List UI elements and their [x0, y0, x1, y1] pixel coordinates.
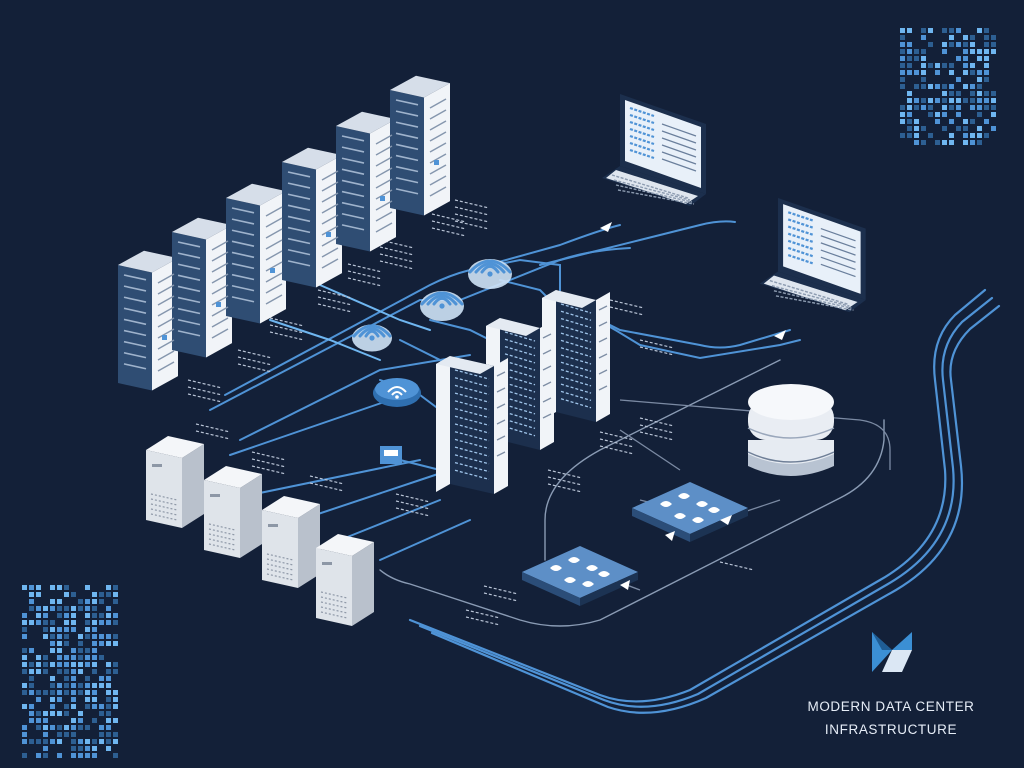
brand-logo-icon: [872, 632, 912, 672]
mini-server-row: [146, 436, 374, 626]
decorative-dot-grid-bottom-left: [22, 585, 118, 758]
mini-server-icon: [146, 436, 204, 528]
wifi-icon: [468, 259, 512, 289]
laptop-icon: [602, 94, 706, 206]
network-switches: [522, 482, 748, 606]
wifi-icon: [352, 324, 392, 352]
server-rack-icon: [226, 183, 286, 324]
laptop-icon: [759, 198, 866, 313]
server-rack-icon: [172, 217, 232, 358]
network-switch-icon: [632, 482, 748, 542]
server-rack-icon: [436, 356, 508, 494]
client-laptops: [602, 94, 866, 313]
mini-server-icon: [316, 534, 374, 626]
server-rack-icon: [336, 111, 396, 252]
router-icon: [373, 378, 421, 464]
sweeping-connection-curves: [379, 288, 1001, 714]
server-rack-row: [118, 75, 450, 391]
wireless-access-points: [352, 259, 512, 352]
mini-server-icon: [262, 496, 320, 588]
server-rack-icon: [118, 250, 178, 391]
decorative-dot-grid-top-right: [900, 28, 996, 145]
storage-disk-icon: [747, 384, 835, 476]
caption-title: MODERN DATA CENTER: [807, 699, 975, 714]
server-rack-icon: [282, 147, 342, 288]
core-rack-cluster: [436, 290, 610, 494]
flow-arrows: [600, 222, 786, 590]
caption-subtitle: INFRASTRUCTURE: [824, 722, 958, 737]
server-rack-icon: [390, 75, 450, 216]
mini-server-icon: [204, 466, 262, 558]
network-switch-icon: [522, 546, 638, 606]
wifi-icon: [420, 291, 464, 321]
